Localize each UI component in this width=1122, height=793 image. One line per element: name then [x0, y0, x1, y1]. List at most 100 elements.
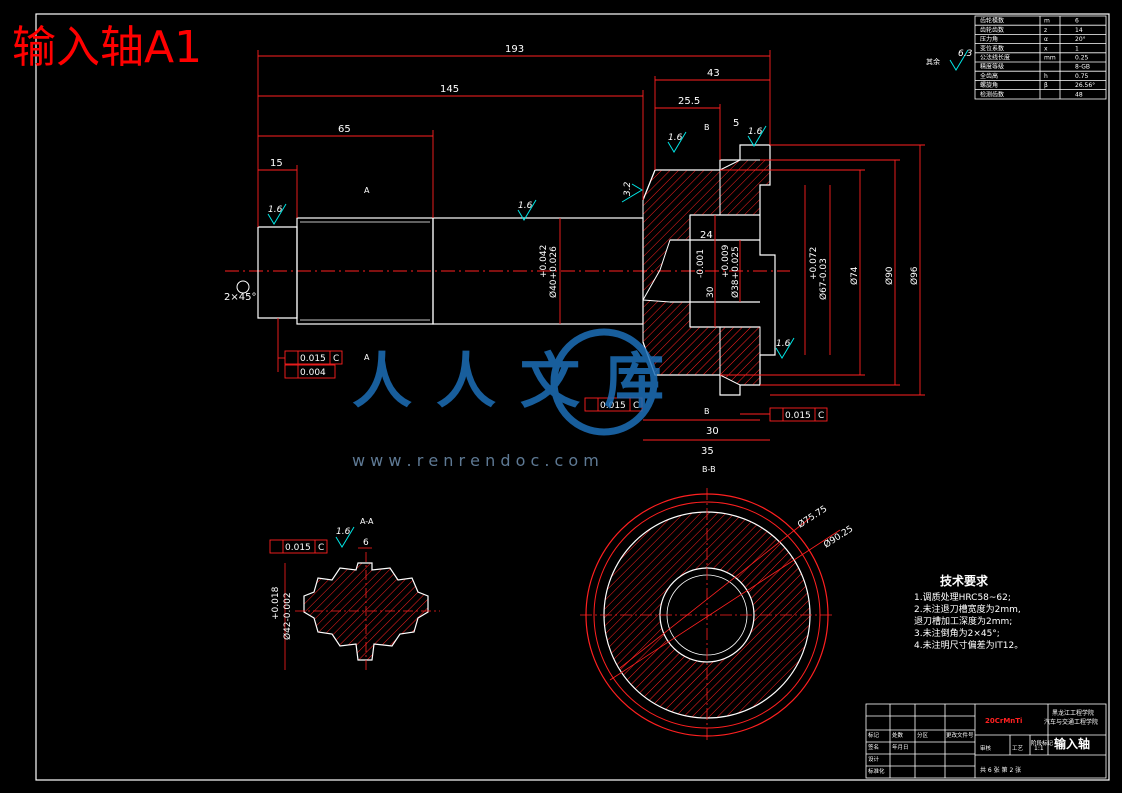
dim-d40-upper: +0.042 [539, 245, 549, 278]
param-cell: 48 [1075, 91, 1083, 98]
param-cell: 压力角 [980, 35, 998, 43]
param-cell: 检测齿数 [980, 90, 1004, 98]
tol-datum-4: C [818, 411, 824, 421]
dim-d30-upper: -0.001 [696, 249, 706, 278]
param-cell: mm [1044, 55, 1056, 62]
section-hatch-upper [642, 169, 721, 302]
param-cell: 全齿高 [980, 72, 998, 80]
roughness-others: 其余 [926, 57, 940, 66]
param-cell: β [1044, 82, 1048, 89]
section-mark-b-top: B [704, 123, 710, 132]
param-cell: 14 [1075, 27, 1083, 34]
section-label-bb: B-B [702, 465, 716, 474]
param-cell: 20° [1075, 36, 1086, 43]
roughness-1-6-f: 1.6 [336, 527, 351, 537]
dim-6: 6 [363, 538, 369, 548]
tol-datum-1: C [333, 354, 339, 364]
watermark-brand: 人人文库 [352, 347, 688, 417]
title-block-label: 标记 [868, 731, 880, 739]
param-cell: 公法线长度 [980, 54, 1010, 62]
section-hatch-flange-bottom [719, 326, 761, 386]
dim-d74: Ø74 [849, 266, 860, 285]
tech-req-heading: 技术要求 [940, 573, 989, 588]
part-name: 输入轴 [1054, 736, 1090, 751]
title-block [865, 703, 1107, 779]
title-block-label: 审核 [980, 744, 992, 752]
param-cell: 螺旋角 [980, 81, 998, 89]
param-cell: x [1044, 45, 1048, 52]
roughness-1-6-a: 1.6 [268, 205, 283, 215]
scale-value: 1:1 [1034, 745, 1044, 752]
title-block-label: 标准化 [868, 767, 885, 775]
dim-d90s: Ø90.25 [822, 523, 856, 550]
dim-24: 24 [700, 230, 713, 241]
dim-30: 30 [706, 426, 719, 437]
dim-25-5: 25.5 [678, 96, 700, 107]
param-cell: 26.56° [1075, 82, 1095, 89]
param-cell: m [1044, 18, 1050, 25]
dim-35: 35 [701, 446, 714, 457]
roughness-1-6-b: 1.6 [518, 201, 533, 211]
param-cell: 1 [1075, 45, 1079, 52]
tol-datum-3: C [633, 401, 639, 411]
dim-d90: Ø90 [884, 266, 895, 285]
dim-65: 65 [338, 124, 351, 135]
material-label: 20CrMnTi [985, 717, 1022, 725]
watermark: 人人文库 w w w . r e n r e n d o c . c o m [352, 328, 688, 470]
dim-d96: Ø96 [909, 266, 920, 285]
section-aa-view [284, 547, 440, 672]
param-cell: 齿轮模数 [980, 17, 1004, 25]
dim-d67-upper: +0.072 [809, 247, 819, 280]
dim-d30: 30 [706, 286, 716, 298]
tech-req-item: 4.未注明尺寸偏差为IT12。 [914, 639, 1023, 651]
dim-145: 145 [440, 84, 459, 95]
dim-d67: Ø67-0.03 [818, 258, 829, 300]
dim-d42-upper: +0.018 [271, 586, 281, 620]
dim-chamfer: 2×45° [224, 292, 256, 303]
drawing-border [35, 13, 1110, 781]
dim-5: 5 [733, 118, 739, 129]
tech-req-item: 退刀槽加工深度为2mm; [914, 615, 1012, 627]
section-bb-view [580, 488, 841, 742]
tolerance-frames [269, 318, 828, 554]
section-mark-b-bottom: B [704, 407, 710, 416]
title-block-label: 更改文件号 [946, 731, 974, 739]
param-cell: 0.75 [1075, 73, 1089, 80]
title-block-label: 处数 [892, 731, 904, 739]
dim-d42: Ø42-0.002 [282, 592, 293, 640]
title-block-label: 年月日 [892, 743, 909, 751]
title-block-label: 阶段标记 [1031, 739, 1054, 747]
sheet-count: 共 6 张 第 2 张 [980, 766, 1021, 774]
dim-43: 43 [707, 68, 720, 79]
section-mark-a-bottom: A [364, 353, 370, 362]
title-block-label: 分区 [917, 731, 929, 739]
dim-d38-upper: +0.009 [721, 244, 731, 278]
section-mark-a-top: A [364, 186, 370, 195]
title-block-label: 设计 [868, 755, 880, 763]
dim-d38: Ø38+0.025 [730, 246, 741, 298]
dim-d75: Ø75.75 [796, 503, 830, 530]
param-cell: α [1044, 36, 1048, 43]
roughness-3-2: 3.2 [623, 181, 633, 196]
section-label-aa: A-A [360, 517, 374, 526]
tol-value-1: 0.015 [300, 354, 326, 364]
param-cell: 0.25 [1075, 55, 1089, 62]
title-block-label: 签名 [868, 743, 879, 751]
roughness-1-6-e: 1.6 [776, 339, 791, 349]
tol-datum-5: C [318, 543, 324, 553]
title-block-label: 工艺 [1012, 745, 1024, 752]
param-cell: 精度等级 [980, 63, 1004, 71]
param-cell: 6 [1075, 18, 1079, 25]
param-cell: z [1044, 27, 1047, 34]
param-cell: 齿轮齿数 [980, 26, 1004, 34]
school-name-2: 汽车与交通工程学院 [1044, 718, 1098, 726]
tech-req-item: 3.未注倒角为2×45°; [914, 627, 1000, 639]
tol-value-5: 0.015 [285, 543, 311, 553]
dim-15: 15 [270, 158, 283, 169]
dimension-lines [257, 50, 925, 441]
roughness-1-6-d: 1.6 [748, 127, 763, 137]
roughness-1-6-c: 1.6 [668, 133, 683, 143]
